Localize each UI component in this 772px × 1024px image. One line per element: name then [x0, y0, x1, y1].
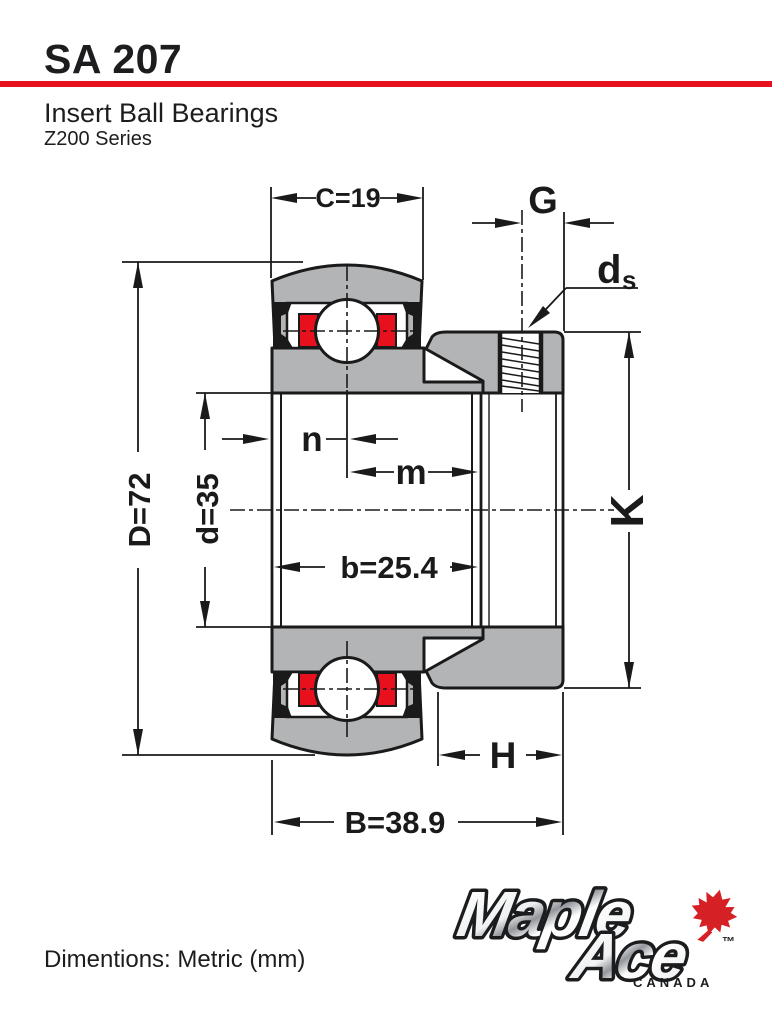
label-H: H [490, 735, 517, 776]
clip-bottom-left [273, 672, 293, 718]
logo: Maple Ace ™ CANADA [449, 875, 738, 995]
label-d: d=35 [190, 473, 225, 545]
label-m: m [395, 453, 426, 492]
thread-hatching [501, 337, 540, 392]
red-divider-rule [0, 81, 772, 87]
dimension-ds: d s [528, 248, 638, 328]
dimension-B: B=38.9 [271, 692, 564, 840]
clip-bottom-right [401, 672, 421, 718]
page-subtitle: Insert Ball Bearings [44, 98, 279, 128]
center-lines [230, 210, 614, 740]
logo-trademark: ™ [722, 934, 735, 949]
series-label: Z200 Series [44, 128, 152, 150]
label-G: G [528, 180, 558, 222]
label-ds-main: d [597, 248, 621, 292]
dimension-m: m [350, 453, 478, 492]
page-title: SA 207 [44, 36, 183, 82]
dimension-b: b=25.4 [274, 550, 478, 585]
maple-leaf-icon [691, 889, 738, 942]
label-K: K [601, 494, 653, 527]
logo-country: CANADA [633, 975, 713, 990]
clip-top-right [401, 302, 421, 348]
units-note: Dimentions: Metric (mm) [44, 946, 306, 973]
label-n: n [301, 420, 322, 459]
label-b: b=25.4 [340, 550, 438, 585]
dimension-H: H [437, 692, 562, 776]
dimension-D: D=72 [122, 261, 315, 756]
label-B: B=38.9 [345, 805, 446, 840]
locking-collar-bottom [424, 625, 565, 690]
logo-word-ace: Ace [566, 920, 693, 991]
dimension-K: K [564, 331, 653, 689]
dimension-n: n [222, 390, 398, 478]
label-D: D=72 [122, 473, 157, 548]
dimension-d: d=35 [190, 392, 271, 628]
set-screw-thread [497, 332, 544, 393]
logo-word-maple: Maple [453, 878, 638, 949]
seal-retainer-clips [273, 302, 421, 718]
label-ds-sub: s [622, 265, 636, 295]
dimension-G: G [472, 180, 614, 331]
clip-top-left [273, 302, 293, 348]
label-C: C=19 [315, 183, 380, 213]
